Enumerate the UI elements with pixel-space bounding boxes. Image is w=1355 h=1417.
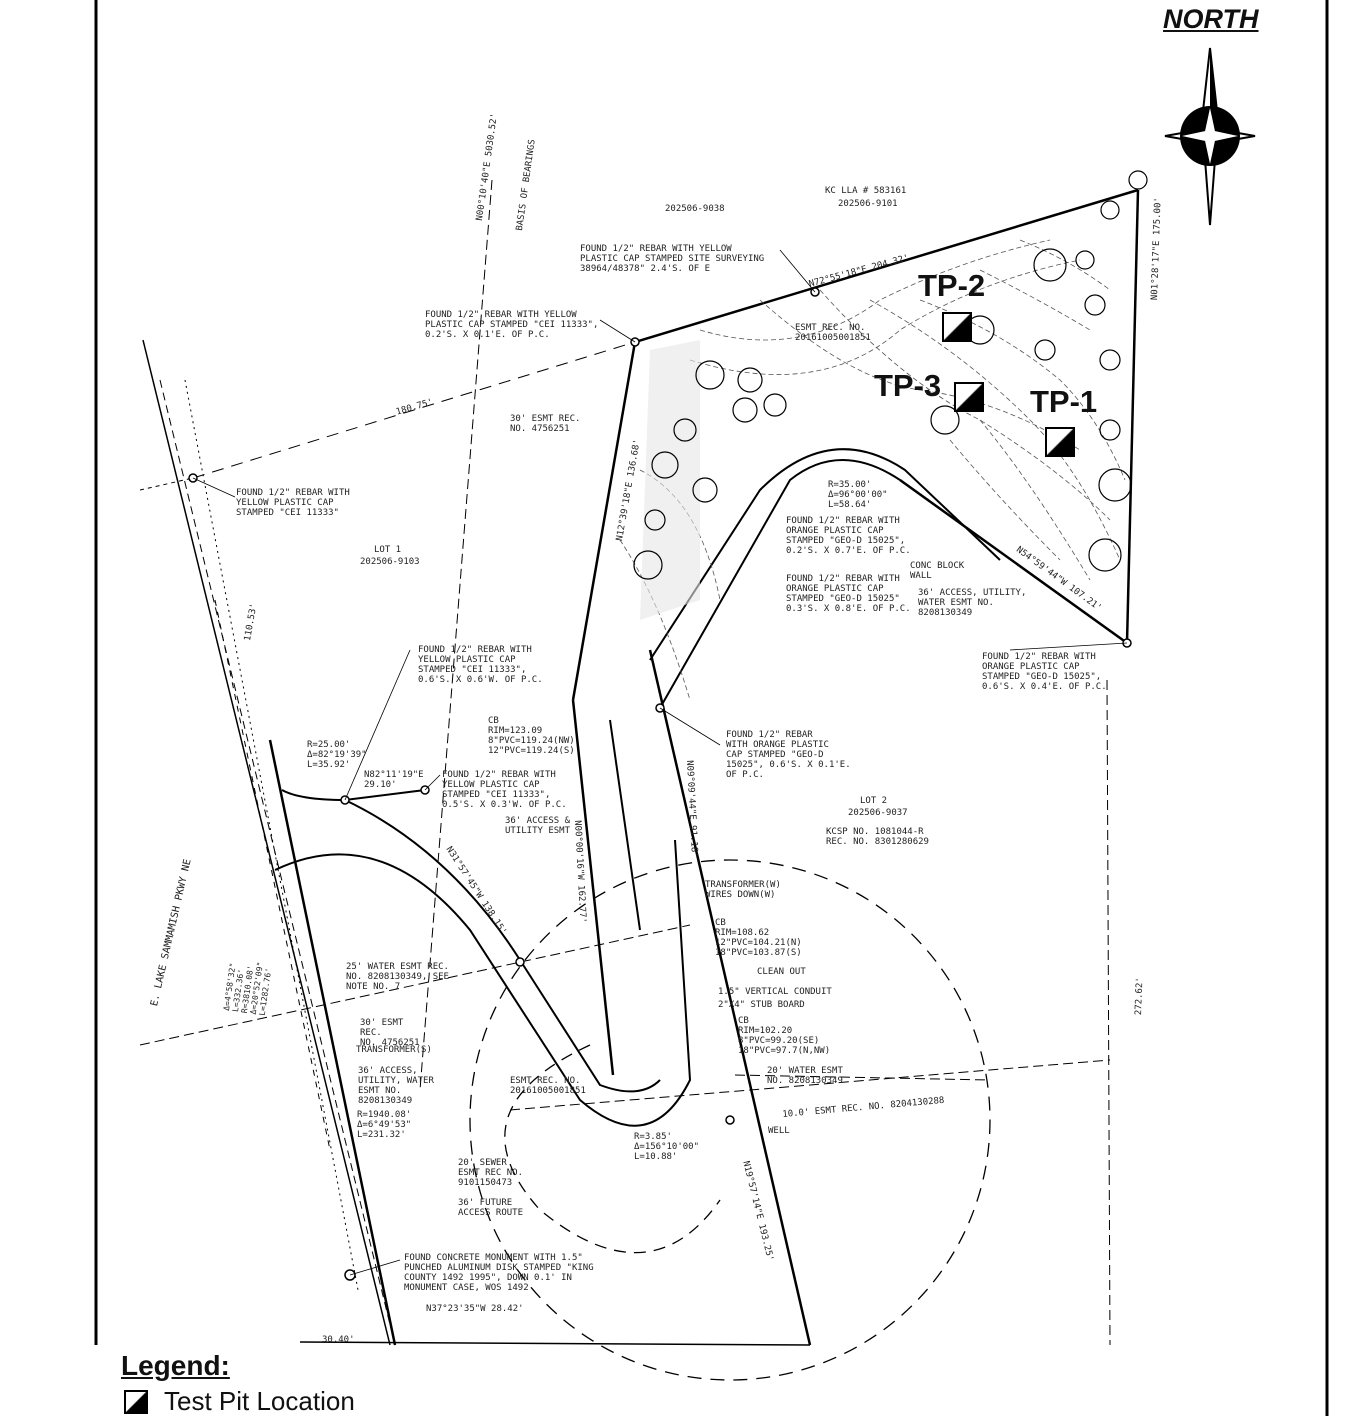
curve-bottom-note: R=3.85' Δ=156°10'00" L=10.88' [634, 1132, 700, 1162]
lot2-label: LOT 2 [860, 796, 888, 806]
sewer-esmt-note: 20' SEWER ESMT REC NO. 9101150473 [458, 1158, 524, 1188]
kc-lla-note: KC LLA # 583161 [825, 186, 907, 196]
dist-bottom-note: N37°23'35"W 28.42' [426, 1304, 524, 1314]
curve-left-note: R=25.00' Δ=82°19'39" L=35.92' [307, 740, 367, 770]
access-esmt-left-note: 36' ACCESS, UTILITY, WATER ESMT NO. 8208… [358, 1066, 434, 1106]
legend-item-test-pit: Test Pit Location [164, 1386, 355, 1416]
esmt-30-left-note: 30' ESMT REC. NO. 4756251 [360, 1018, 420, 1048]
rebar-mid-note: FOUND 1/2" REBAR WITH YELLOW PLASTIC CAP… [418, 645, 543, 685]
lot1-label: LOT 1 [374, 545, 402, 555]
test-pit-marker-icon [1045, 427, 1075, 457]
test-pit-marker-icon [124, 1390, 148, 1414]
rebar-left-note: FOUND 1/2" REBAR WITH YELLOW PLASTIC CAP… [236, 488, 350, 518]
rebar-site-note: FOUND 1/2" REBAR WITH YELLOW PLASTIC CAP… [580, 244, 765, 274]
tree-symbols [633, 170, 1148, 580]
road-right-of-way [142, 339, 397, 1346]
lot2-parcel-label: 202506-9037 [848, 808, 908, 818]
legend-title: Legend: [121, 1350, 230, 1381]
kcsp-note: KCSP NO. 1081044-R REC. NO. 8301280629 [826, 827, 929, 847]
transformer-s-note: TRANSFORMER(S) [356, 1045, 432, 1055]
water-esmt-20-note: 20' WATER ESMT NO. 8208130349 [767, 1066, 843, 1086]
esmt-30-top-note: 30' ESMT REC. NO. 4756251 [510, 414, 581, 434]
test-pit-marker-icon [942, 312, 972, 342]
driveway [274, 448, 1001, 1127]
curve-top-note: R=35.00' Δ=96°00'00" L=58.64' [828, 480, 888, 510]
vertical-conduit-note: 1.5" VERTICAL CONDUIT [718, 987, 832, 997]
cb-3-note: CB RIM=102.20 8"PVC=99.20(SE) 18"PVC=97.… [738, 1016, 831, 1056]
well-note: WELL [768, 1126, 790, 1136]
dist-bottom-left-note: 30.40' [322, 1335, 355, 1345]
rebar-orange-4-note: FOUND 1/2" REBAR WITH ORANGE PLASTIC CAP… [726, 730, 851, 780]
water-esmt-25-note: 25' WATER ESMT REC. NO. 8208130349, SEE … [346, 962, 449, 992]
contour-lines [619, 239, 1126, 701]
clean-out-note: CLEAN OUT [757, 967, 806, 977]
cb-1-note: CB RIM=123.09 8"PVC=119.24(NW) 12"PVC=11… [488, 716, 575, 756]
parcel-north-note: 202506-9038 [665, 204, 725, 214]
rebar-orange-1-note: FOUND 1/2" REBAR WITH ORANGE PLASTIC CAP… [786, 516, 911, 556]
test-pit-marker-icon [954, 382, 984, 412]
access-esmt-mid-note: 36' ACCESS & UTILITY ESMT [505, 816, 571, 836]
esmt-rec-mid-note: ESMT REC. NO. 20161005001851 [510, 1076, 586, 1096]
test-pit-label-tp-1: TP-1 [1030, 384, 1098, 419]
access-esmt-right-note: 36' ACCESS, UTILITY, WATER ESMT NO. 8208… [918, 588, 1027, 618]
rebar-mid2-note: FOUND 1/2" REBAR WITH YELLOW PLASTIC CAP… [442, 770, 567, 810]
road-curve-note: Δ=4°58'32" L=332.36' R=3810.08' Δ=20°52'… [222, 961, 274, 1017]
dist-left-short-note: N82°11'19"E 29.10' [364, 770, 424, 790]
stub-board-note: 2"X4" STUB BOARD [718, 1000, 805, 1010]
rebar-top-note: FOUND 1/2" REBAR WITH YELLOW PLASTIC CAP… [425, 310, 599, 340]
transformer-w-note: TRANSFORMER(W) WIRES DOWN(W) [705, 880, 781, 900]
esmt-rec-top-note: ESMT REC. NO. 20161005001851 [795, 323, 871, 343]
test-pit-label-tp-3: TP-3 [874, 368, 942, 403]
rebar-orange-2-note: FOUND 1/2" REBAR WITH ORANGE PLASTIC CAP… [786, 574, 911, 614]
monument-note: FOUND CONCRETE MONUMENT WITH 1.5" PUNCHE… [404, 1253, 594, 1293]
conc-wall-note: CONC BLOCK WALL [910, 561, 965, 581]
dist-right-note: 272.62' [1134, 977, 1146, 1016]
curve-road-note: R=1940.08' Δ=6°49'53" L=231.32' [357, 1110, 412, 1140]
kc-lla-parcel-note: 202506-9101 [838, 199, 898, 209]
future-access-note: 36' FUTURE ACCESS ROUTE [458, 1198, 524, 1218]
lot1-parcel-label: 202506-9103 [360, 557, 420, 567]
test-pit-label-tp-2: TP-2 [918, 268, 986, 303]
north-arrow-compass-icon [1164, 47, 1256, 226]
north-label: NORTH [1163, 4, 1259, 34]
cb-2-note: CB RIM=108.62 12"PVC=104.21(N) 18"PVC=10… [715, 918, 802, 958]
parcel-boundary [571, 188, 1140, 1346]
rebar-orange-3-note: FOUND 1/2" REBAR WITH ORANGE PLASTIC CAP… [982, 652, 1107, 692]
